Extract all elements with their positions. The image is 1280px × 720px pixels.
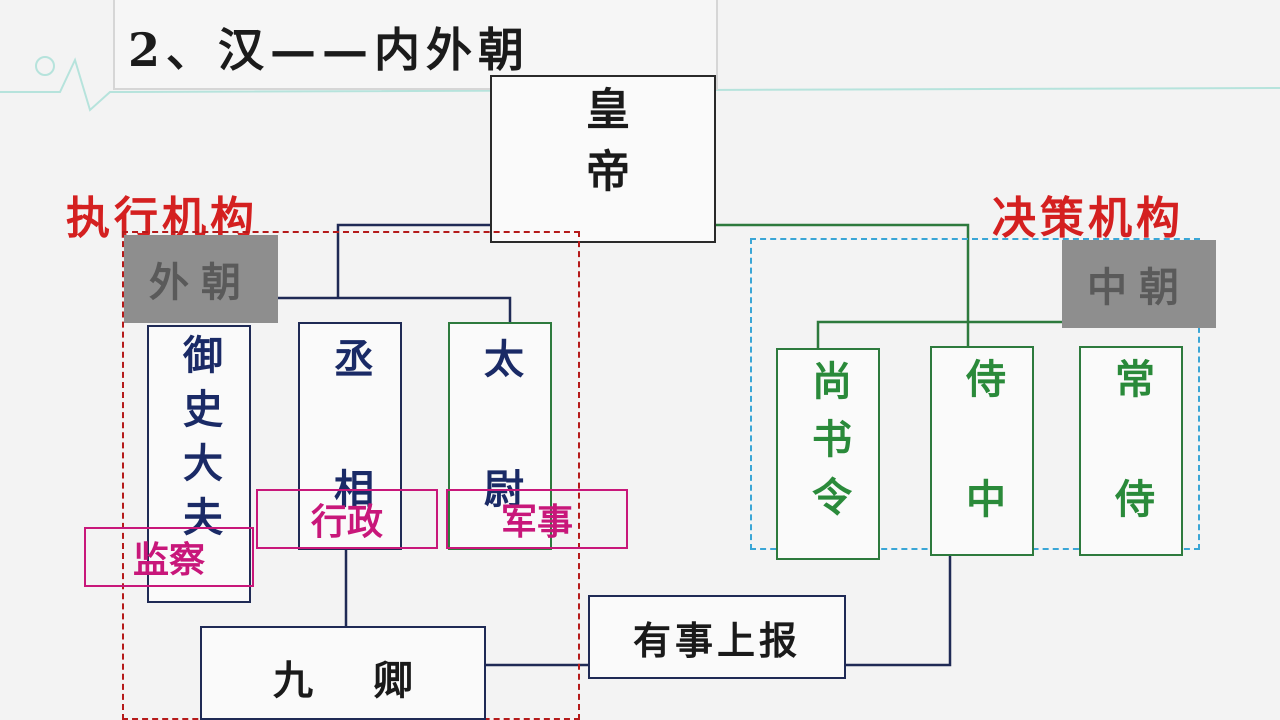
office-censor-text: 御史大夫: [176, 334, 223, 550]
office-changshi: 常侍: [1079, 358, 1183, 598]
office-chancellor: 丞相: [298, 338, 402, 598]
office-box-changshi: [1079, 346, 1183, 556]
outer-court-label: 外朝: [124, 235, 278, 323]
office-box-shizhong: [930, 346, 1034, 556]
function-administration: 行政: [256, 489, 438, 549]
emperor-box: [490, 75, 716, 243]
nine-ministers-label: 九卿: [273, 657, 473, 704]
office-chancellor-text: 丞相: [327, 338, 374, 598]
office-shangshu-text: 尚书令: [805, 360, 852, 534]
emperor-text: 皇帝: [578, 86, 629, 210]
emperor-label: 皇帝: [490, 86, 716, 210]
office-censor: 御史大夫: [147, 334, 251, 550]
office-marshal: 太尉: [448, 338, 552, 598]
page-title: 2、汉——内外朝: [128, 23, 531, 77]
decision-label: 决策机构: [992, 193, 1184, 244]
report-box: 有事上报: [588, 595, 846, 679]
office-marshal-text: 太尉: [477, 338, 524, 598]
office-box-shangshu: [776, 348, 880, 560]
office-shizhong-text: 侍中: [959, 358, 1006, 598]
office-shangshu: 尚书令: [776, 360, 880, 534]
office-changshi-text: 常侍: [1108, 358, 1155, 598]
office-box-censor: [147, 325, 251, 603]
office-shizhong: 侍中: [930, 358, 1034, 598]
function-military: 军事: [446, 489, 628, 549]
inner-court-label: 中朝: [1062, 240, 1216, 328]
function-supervision: 监察: [84, 527, 254, 587]
office-box-chancellor: [298, 322, 402, 550]
office-box-marshal: [448, 322, 552, 550]
nine-ministers-box: [200, 626, 486, 720]
